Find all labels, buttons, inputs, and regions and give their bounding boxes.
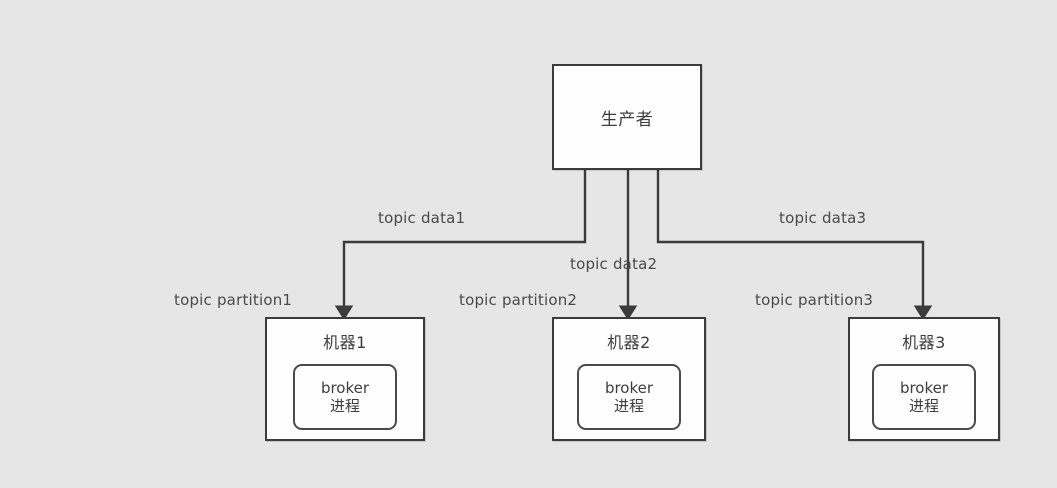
broker-process-box-1[interactable]: broker 进程	[293, 364, 397, 430]
broker-process-3-line1: broker	[899, 378, 949, 397]
broker-process-1-line1: broker	[320, 378, 370, 397]
edge-label-topic-data1: topic data1	[378, 209, 466, 227]
machine-node-2-title: 机器2	[607, 333, 651, 352]
machine-node-3-title: 机器3	[902, 333, 946, 352]
broker-process-box-3[interactable]: broker 进程	[872, 364, 976, 430]
machine-node-1[interactable]: 机器1 broker 进程	[265, 317, 425, 441]
edge-label-topic-data3: topic data3	[779, 209, 867, 227]
edge-label-topic-data2: topic data2	[570, 255, 658, 273]
edge-label-topic-partition1: topic partition1	[174, 291, 293, 309]
broker-process-1-line2: 进程	[329, 397, 360, 415]
producer-node[interactable]: 生产者	[552, 64, 702, 170]
broker-process-box-2[interactable]: broker 进程	[577, 364, 681, 430]
producer-node-label: 生产者	[600, 109, 654, 130]
edge-label-topic-partition2: topic partition2	[459, 291, 578, 309]
broker-process-3-line2: 进程	[908, 397, 939, 415]
broker-process-2-line2: 进程	[613, 397, 644, 415]
machine-node-1-title: 机器1	[323, 333, 367, 352]
broker-process-2-line1: broker	[604, 378, 654, 397]
machine-node-2[interactable]: 机器2 broker 进程	[552, 317, 706, 441]
edge-label-topic-partition3: topic partition3	[755, 291, 874, 309]
machine-node-3[interactable]: 机器3 broker 进程	[848, 317, 1000, 441]
